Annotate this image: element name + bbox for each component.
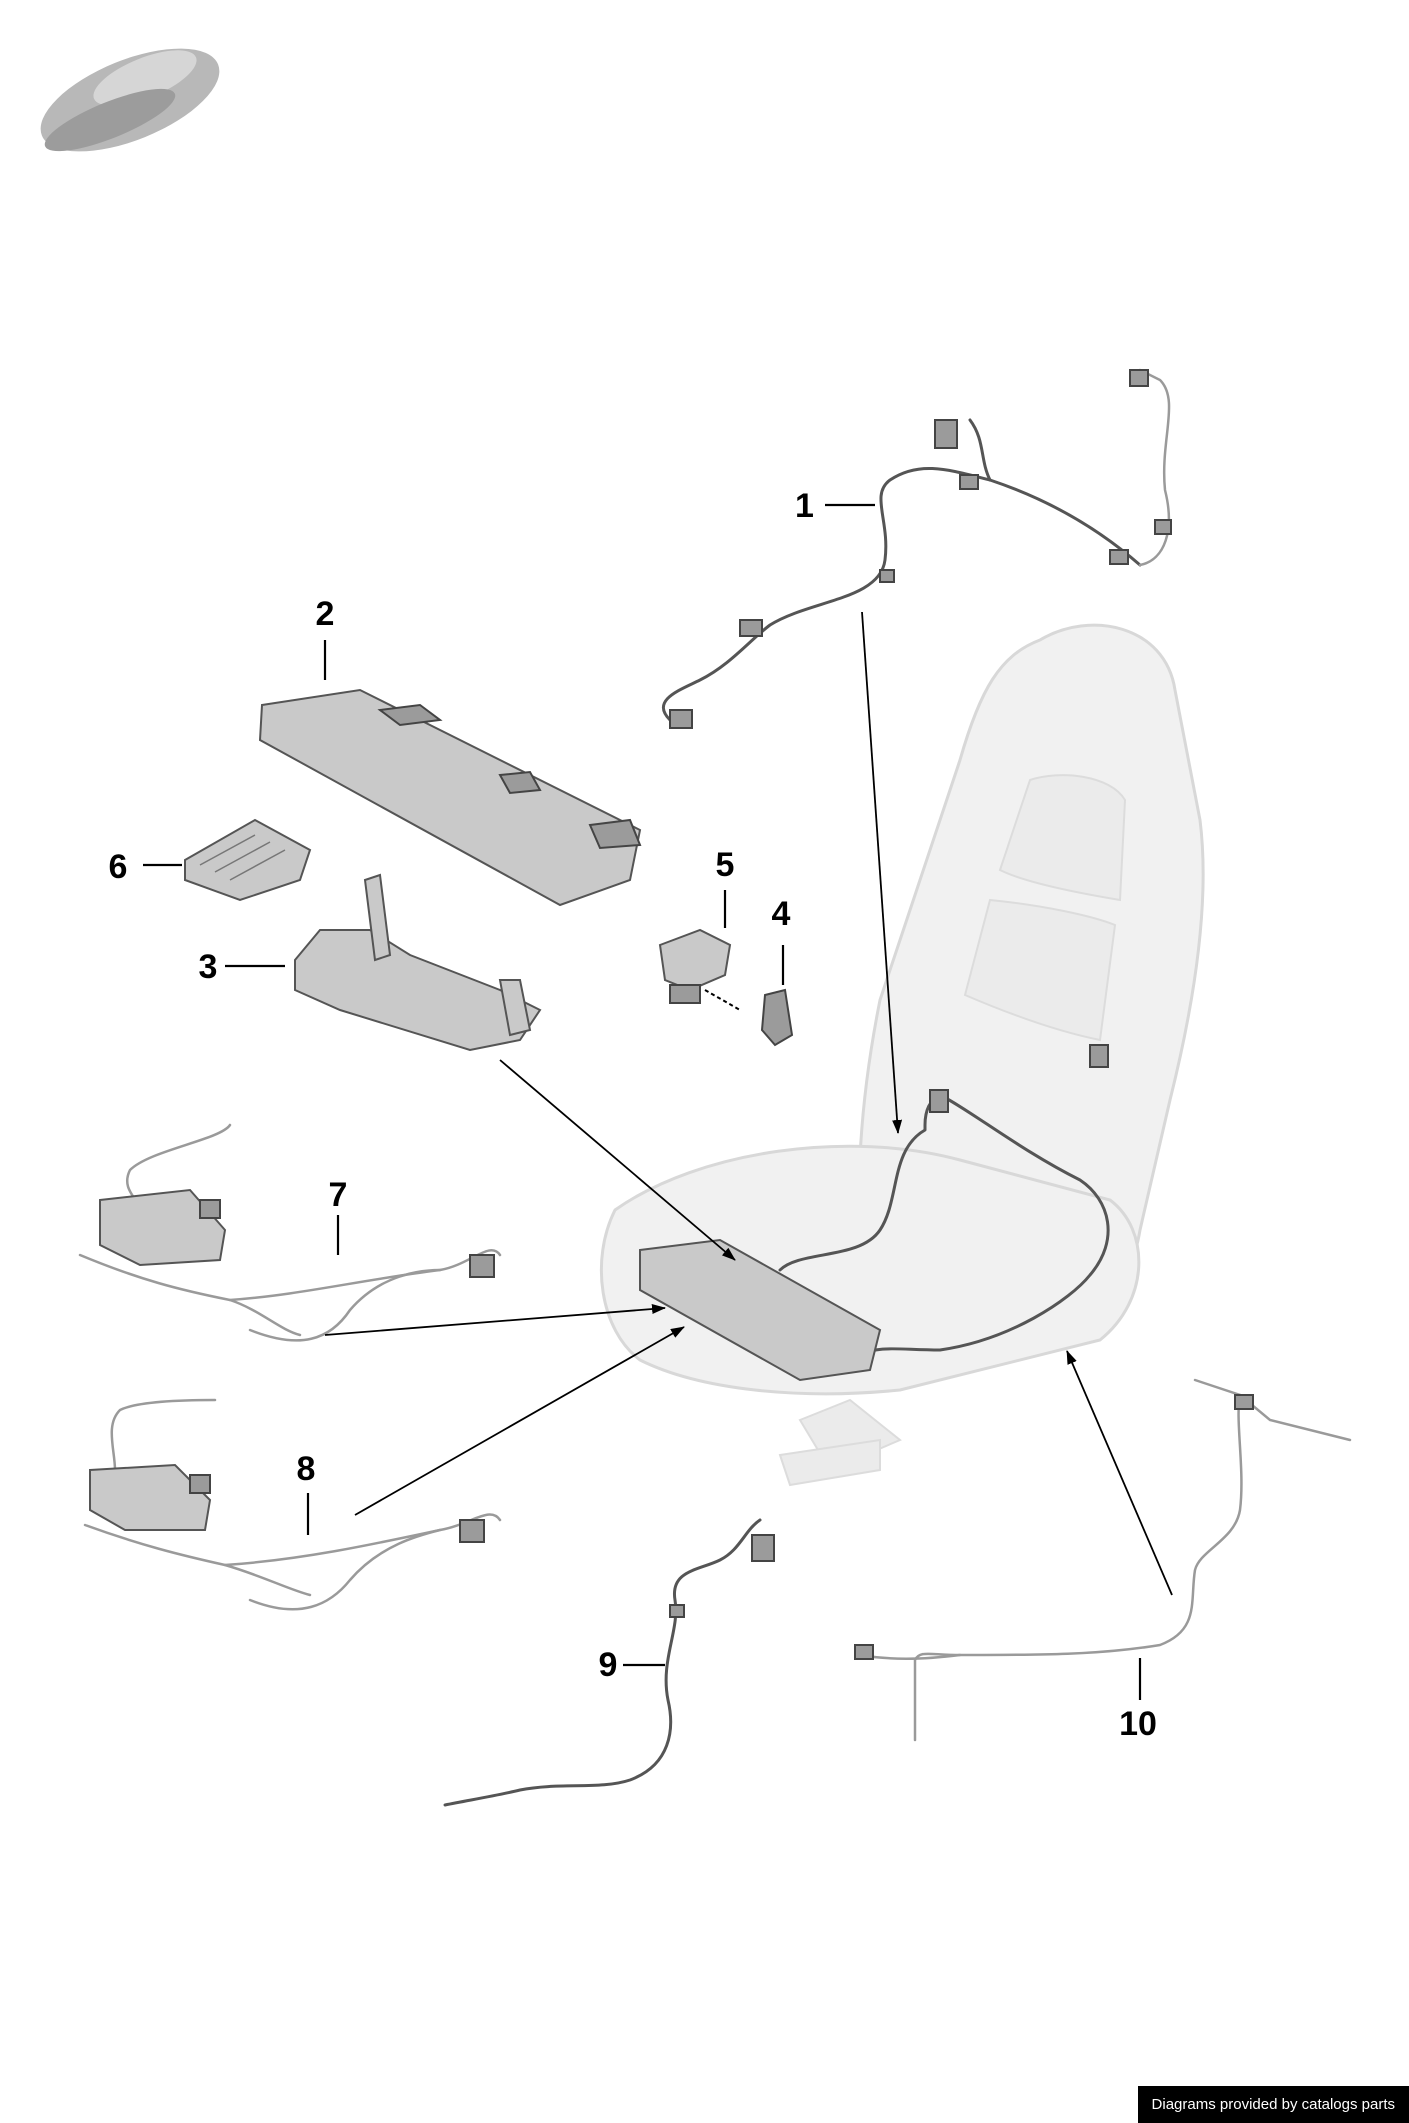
callout-9: 9 bbox=[599, 1646, 618, 1684]
seat-harness bbox=[778, 1044, 1110, 1357]
part-6-module bbox=[184, 818, 312, 902]
part-10-harness bbox=[854, 1378, 1352, 1742]
part-7-harness bbox=[78, 1123, 502, 1342]
callout-8: 8 bbox=[297, 1450, 316, 1488]
part-5-switch bbox=[658, 928, 741, 1011]
callout-3: 3 bbox=[199, 948, 218, 986]
callout-4: 4 bbox=[772, 895, 791, 933]
credit-label: Diagrams provided by catalogs parts bbox=[1137, 2086, 1409, 2123]
callout-labels: 1 2 3 4 5 6 7 8 9 10 bbox=[109, 487, 1157, 1743]
callout-7: 7 bbox=[329, 1176, 348, 1214]
callout-6: 6 bbox=[109, 848, 128, 886]
callout-2: 2 bbox=[316, 595, 335, 633]
part-2-control-unit bbox=[258, 688, 882, 1382]
part-8-harness bbox=[83, 1398, 502, 1611]
part-9-cable bbox=[443, 1518, 775, 1807]
part-4-knob bbox=[760, 988, 794, 1047]
seat-outline bbox=[599, 623, 1205, 1487]
car-silhouette-icon bbox=[40, 48, 220, 152]
pointer-arrows bbox=[324, 611, 1173, 1596]
part-3-bracket bbox=[294, 873, 542, 1052]
leader-lines bbox=[143, 503, 1142, 1700]
callout-5: 5 bbox=[716, 846, 735, 884]
callout-10: 10 bbox=[1119, 1705, 1157, 1743]
callout-1: 1 bbox=[795, 487, 814, 525]
part-1-harness bbox=[662, 368, 1172, 729]
